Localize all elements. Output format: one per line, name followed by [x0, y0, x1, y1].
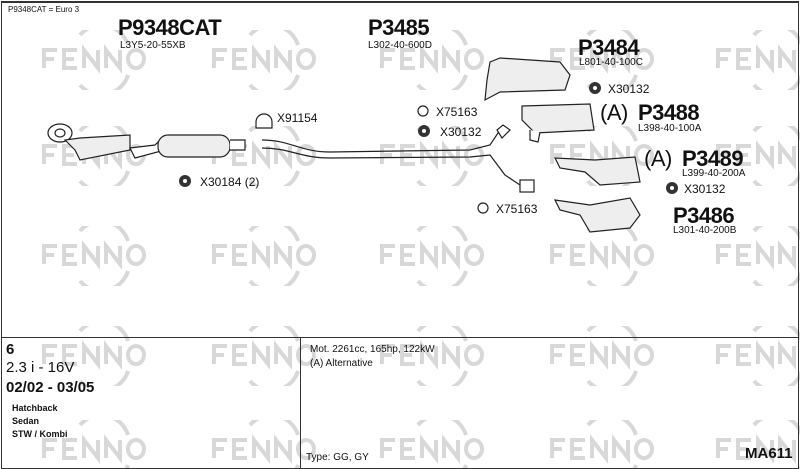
part-prefix: (A): [600, 100, 628, 125]
part-number: P3484: [578, 35, 640, 60]
fenno-watermark: [378, 226, 498, 286]
part-code: L398-40-100A: [638, 123, 702, 134]
fenno-watermark: [548, 420, 668, 469]
fenno-watermark: [378, 420, 498, 469]
fenno-watermark: [378, 30, 498, 90]
divider-vertical: [300, 337, 301, 468]
accessory-label: X91154: [277, 111, 318, 125]
vehicle-years: 02/02 - 03/05: [6, 379, 95, 396]
diagram-id: MA611: [745, 445, 793, 462]
fenno-watermark: [714, 126, 800, 186]
part-number: P3485: [368, 15, 430, 40]
part-number: P3489: [682, 146, 744, 171]
fenno-watermark: [40, 420, 160, 469]
body-type: Hatchback: [12, 403, 58, 413]
fenno-watermark: [40, 30, 160, 90]
ring-icon: [417, 105, 429, 117]
fenno-watermark: [40, 226, 160, 286]
part-code: L3Y5-20-55XB: [120, 40, 186, 51]
exhaust-parts-drawing: [47, 57, 678, 233]
catalyst-drawing: [47, 123, 246, 161]
vehicle-engine: 2.3 i - 16V: [6, 359, 75, 376]
part-code: L301-40-200B: [673, 225, 737, 236]
body-type: Sedan: [12, 416, 40, 426]
header-note: P9348CAT = Euro 3: [8, 5, 80, 14]
accessory-label: X30184 (2): [200, 175, 260, 189]
accessory-label: X30132: [440, 125, 482, 139]
ring-icon: [477, 202, 489, 214]
accessory-label: X30132: [684, 182, 726, 196]
accessory-label: X75163: [496, 202, 538, 216]
divider-horizontal: [1, 337, 798, 338]
fenno-watermark: [548, 326, 668, 386]
fenno-watermark: [210, 30, 330, 90]
part-code: L302-40-600D: [368, 40, 432, 51]
fenno-watermark: [714, 30, 800, 90]
fenno-watermark: [210, 226, 330, 286]
part-prefix: (A): [644, 146, 672, 171]
fenno-watermark: [210, 420, 330, 469]
accessory-label: X75163: [436, 105, 478, 119]
fenno-watermark: [210, 126, 330, 186]
alternative-note: (A) Alternative: [310, 358, 373, 369]
part-number: P9348CAT: [118, 15, 222, 40]
silencer-p3489: [554, 156, 641, 186]
body-type: STW / Kombi: [12, 429, 68, 439]
silencer-p3484: [484, 57, 571, 102]
silencer-p3488: [521, 103, 595, 134]
fenno-watermark: [714, 226, 800, 286]
type-note: Type: GG, GY: [306, 452, 369, 463]
fenno-watermark: [714, 420, 800, 469]
silencer-p3486: [553, 197, 641, 233]
part-code: L399-40-200A: [682, 168, 746, 179]
motor-note: Mot. 2261cc, 165hp, 122kW: [310, 344, 435, 355]
fenno-watermark: [378, 326, 498, 386]
fenno-watermark: [40, 326, 160, 386]
clamp-icon: [255, 113, 273, 129]
middle-pipe-drawing: [261, 124, 535, 193]
part-number: P3486: [673, 203, 735, 228]
fenno-watermark: [714, 326, 800, 386]
part-number: P3488: [638, 100, 700, 125]
part-code: L801-40-100C: [579, 57, 643, 68]
fenno-watermark: [210, 326, 330, 386]
accessory-label: X30132: [608, 82, 650, 96]
vehicle-model: 6: [6, 341, 15, 358]
